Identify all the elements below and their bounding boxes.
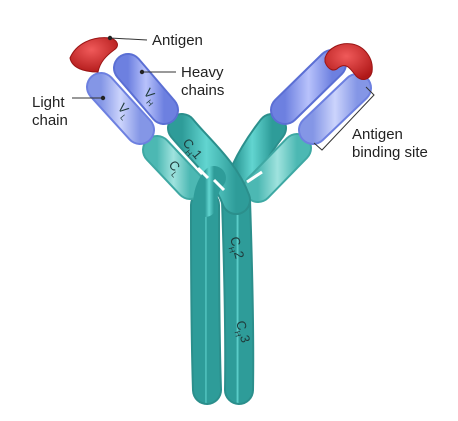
- antigen-right: [324, 43, 373, 80]
- label-antigen: Antigen: [152, 32, 203, 49]
- label-binding-line1: Antigen: [352, 126, 403, 143]
- svg-text:C: C: [227, 235, 244, 248]
- domain-ch3-label: C H 3: [233, 319, 254, 344]
- fc-stem: [190, 185, 255, 405]
- light-pointer-dot: [100, 95, 106, 101]
- label-light-line1: Light: [32, 94, 65, 111]
- antigen-pointer-dot: [107, 35, 113, 41]
- label-light-line2: chain: [32, 112, 68, 129]
- svg-text:L: L: [169, 170, 179, 180]
- domain-ch2-label: C H 2: [227, 235, 248, 260]
- label-binding-line2: binding site: [352, 144, 428, 161]
- antigen-left: [69, 37, 118, 73]
- svg-text:C: C: [233, 319, 250, 332]
- heavy-pointer-dot: [139, 69, 145, 75]
- svg-text:3: 3: [237, 333, 253, 344]
- svg-text:H: H: [233, 330, 243, 338]
- svg-text:H: H: [227, 246, 237, 254]
- callouts: [72, 37, 375, 151]
- left-arm: [86, 53, 251, 217]
- binding-site-bracket: [313, 86, 375, 151]
- svg-text:H: H: [144, 98, 155, 108]
- label-heavy-line1: Heavy: [181, 64, 224, 81]
- svg-text:L: L: [118, 113, 128, 123]
- antigen-pointer: [109, 37, 148, 41]
- svg-text:H: H: [183, 148, 194, 158]
- label-heavy-line2: chains: [181, 82, 224, 99]
- svg-text:2: 2: [231, 249, 247, 260]
